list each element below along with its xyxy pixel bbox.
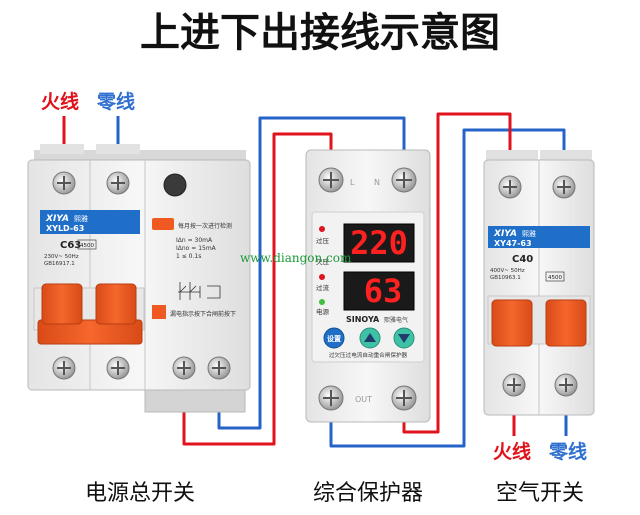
main-breaker-rating: C63 <box>60 240 81 251</box>
protector-brand-cn: 熙雅电气 <box>384 316 408 324</box>
set-button[interactable] <box>323 327 345 349</box>
air-handle-right[interactable] <box>545 299 587 347</box>
protector-brand: SINOYA <box>346 315 380 324</box>
main-test-note: 每月按一次进行检测 <box>178 222 232 230</box>
indicator-undervoltage: 欠压 <box>316 257 330 266</box>
air-handle-left[interactable] <box>491 299 533 347</box>
main-breaker-rating-code: 4500 <box>80 243 94 249</box>
protector-terminal-out: OUT <box>355 395 372 404</box>
main-handle-right[interactable] <box>95 283 137 325</box>
wires <box>62 112 568 448</box>
air-breaker-rating-code: 4500 <box>548 275 562 281</box>
watermark: www.diangon.com <box>240 251 352 265</box>
main-current-1: IΔn = 30mA <box>176 237 213 244</box>
caption-air-switch: 空气开关 <box>496 481 584 506</box>
main-time: 1 ≤ 0.1s <box>176 253 201 260</box>
protector: L N 过压 欠压 过流 电源 220 63 SINOYA 熙雅电气 设置 过欠… <box>305 149 431 423</box>
main-reset-note: 漏电指示按下合闸前按下 <box>170 310 236 318</box>
main-handle-left[interactable] <box>41 283 83 325</box>
current-display <box>343 271 415 311</box>
main-breaker-brand-cn: 熙雅 <box>74 214 88 223</box>
main-breaker-model: XYLD-63 <box>46 224 84 233</box>
current-display-value: 63 <box>364 272 403 310</box>
down-arrow-icon <box>398 334 410 343</box>
main-handle-bar[interactable] <box>37 319 143 345</box>
voltage-display-value: 220 <box>350 224 408 262</box>
air-breaker: XIYA 熙雅 XY47-63 C40 400V~ 50Hz GB10963.1… <box>483 150 595 416</box>
main-bottom-terminals <box>52 356 231 380</box>
main-breaker-spec-1: 230V~ 50Hz <box>44 254 79 260</box>
air-breaker-spec-1: 400V~ 50Hz <box>490 268 525 274</box>
caption-protector: 综合保护器 <box>313 481 423 506</box>
voltage-display <box>343 223 415 263</box>
main-breaker-brand: XIYA <box>45 214 69 224</box>
live-wire-protector-to-air <box>402 112 512 434</box>
protector-footer: 过欠压过电流自动重合闸保护器 <box>329 351 408 359</box>
input-neutral-label: 零线 <box>96 90 135 113</box>
main-test-button <box>163 173 187 197</box>
output-live-label: 火线 <box>493 440 531 463</box>
up-arrow-icon <box>364 333 376 342</box>
air-breaker-spec-2: GB10963.1 <box>490 275 521 281</box>
output-neutral-label: 零线 <box>548 440 587 463</box>
main-breaker: XIYA 熙雅 XYLD-63 C63 4500 230V~ 50Hz GB16… <box>27 144 251 413</box>
live-wire-main-to-protector <box>182 132 333 446</box>
indicator-power: 电源 <box>316 307 330 316</box>
neutral-wire-protector-to-air <box>329 128 566 448</box>
indicator-overcurrent: 过流 <box>316 283 330 292</box>
circuit-symbol <box>178 282 221 300</box>
main-top-terminals <box>52 171 130 195</box>
input-live-label: 火线 <box>41 90 79 113</box>
caption-main-switch: 电源总开关 <box>85 481 195 506</box>
main-current-2: IΔno = 15mA <box>176 245 217 252</box>
air-breaker-model: XY47-63 <box>494 239 532 248</box>
air-breaker-rating: C40 <box>512 254 533 265</box>
air-breaker-brand-cn: 熙雅 <box>522 229 536 238</box>
indicator-overvoltage: 过压 <box>316 236 330 245</box>
neutral-wire-main-to-protector <box>217 116 406 430</box>
air-breaker-brand: XIYA <box>493 229 517 239</box>
protector-terminal-l: L <box>350 178 355 187</box>
set-button-label: 设置 <box>327 334 341 343</box>
protector-terminal-n: N <box>374 178 380 187</box>
main-breaker-spec-2: GB16917.1 <box>44 261 75 267</box>
page-title: 上进下出接线示意图 <box>140 10 500 56</box>
